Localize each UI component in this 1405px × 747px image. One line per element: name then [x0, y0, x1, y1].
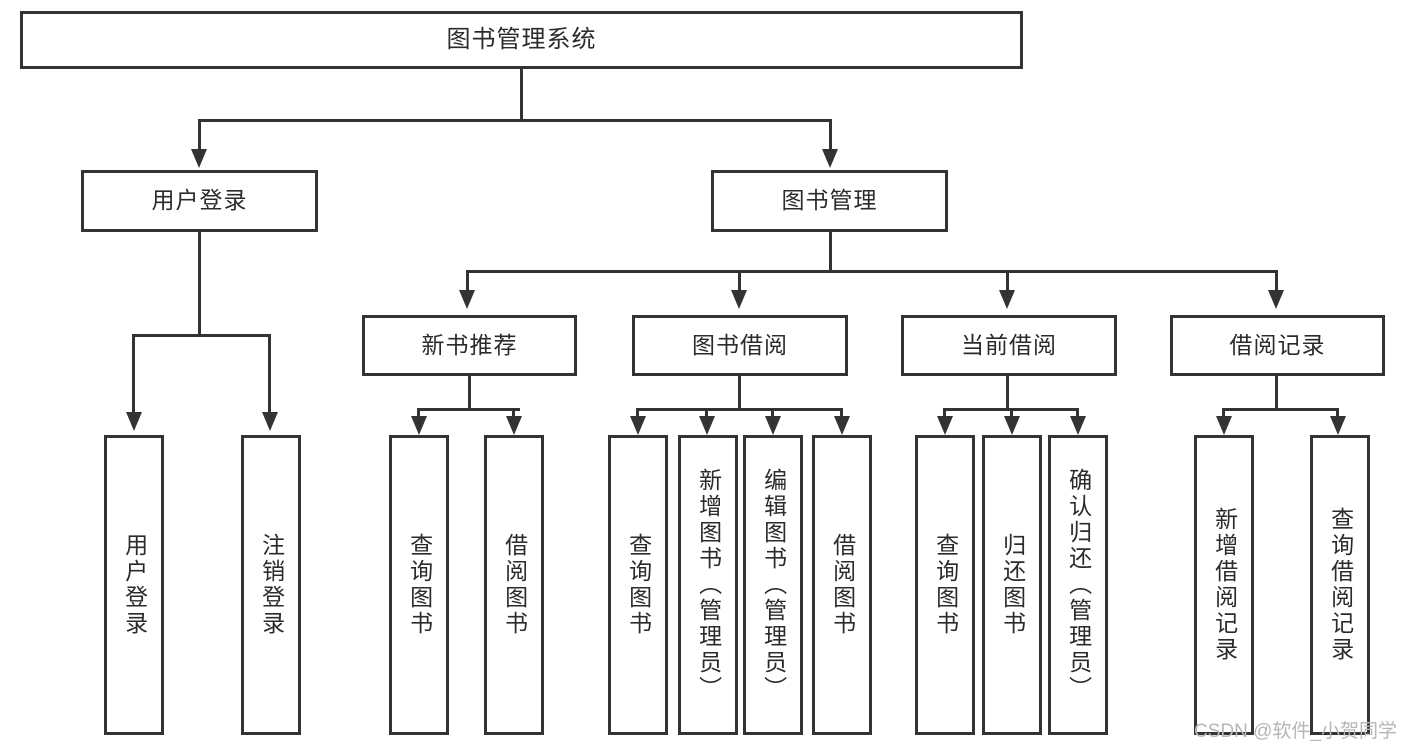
arrow-to-leaf-borrow-book-2: [834, 416, 850, 435]
arrow-to-leaf-add-record: [1216, 416, 1232, 435]
leaf-label: 用户登录: [121, 533, 148, 637]
connector-book-borrow-bus: [636, 408, 841, 411]
connector-current-borrow-drop-2: [1010, 408, 1013, 420]
connector-new-book-rec-stem: [468, 376, 471, 410]
arrow-to-leaf-add-book: [699, 416, 715, 435]
node-borrow-record[interactable]: 借阅记录: [1170, 315, 1385, 376]
node-new-book-rec[interactable]: 新书推荐: [362, 315, 577, 376]
node-current-borrow[interactable]: 当前借阅: [901, 315, 1117, 376]
connector-book-manage-drop-2: [738, 270, 741, 292]
connector-user-login-stem: [198, 232, 201, 336]
arrow-to-leaf-query-record: [1330, 416, 1346, 435]
leaf-node[interactable]: 编辑图书（管理员）: [743, 435, 803, 735]
node-book-manage[interactable]: 图书管理: [711, 170, 948, 232]
leaf-node[interactable]: 借阅图书: [484, 435, 544, 735]
connector-book-borrow-drop-3: [771, 408, 774, 420]
connector-new-book-rec-drop-1: [417, 408, 420, 420]
node-user-login[interactable]: 用户登录: [81, 170, 318, 232]
leaf-label: 借阅图书: [501, 533, 528, 637]
connector-book-manage-drop-3: [1006, 270, 1009, 292]
connector-book-borrow-drop-1: [636, 408, 639, 420]
leaf-node[interactable]: 新增借阅记录: [1194, 435, 1254, 735]
node-label: 新书推荐: [421, 331, 518, 358]
arrow-to-leaf-query-book-3: [937, 416, 953, 435]
node-label: 借阅记录: [1229, 331, 1326, 358]
node-book-borrow[interactable]: 图书借阅: [632, 315, 848, 376]
node-label: 当前借阅: [961, 331, 1057, 358]
connector-borrow-record-bus: [1222, 408, 1338, 411]
leaf-node[interactable]: 用户登录: [104, 435, 164, 735]
leaf-label: 新增图书（管理员）: [695, 468, 722, 702]
leaf-label: 查询借阅记录: [1327, 507, 1354, 663]
leaf-label: 借阅图书: [829, 533, 856, 637]
connector-borrow-record-stem: [1275, 376, 1278, 410]
arrow-to-leaf-confirm-return: [1070, 416, 1086, 435]
connector-book-manage-stem: [829, 232, 832, 272]
connector-user-login-drop-2: [268, 334, 271, 414]
arrow-to-leaf-query-book-2: [630, 416, 646, 435]
arrow-to-new-book-rec: [459, 290, 475, 309]
connector-borrow-record-drop-2: [1336, 408, 1339, 420]
connector-root-to-book-manage: [829, 119, 832, 151]
connector-book-borrow-drop-2: [705, 408, 708, 420]
leaf-label: 编辑图书（管理员）: [760, 468, 787, 702]
node-root-system[interactable]: 图书管理系统: [20, 11, 1023, 69]
connector-current-borrow-stem: [1006, 376, 1009, 410]
connector-root-to-user-login: [198, 119, 201, 151]
node-label: 图书管理系统: [446, 25, 597, 53]
node-label: 图书管理: [781, 187, 878, 214]
connector-root-bus: [198, 119, 832, 122]
arrow-to-leaf-edit-book: [765, 416, 781, 435]
leaf-label: 归还图书: [999, 533, 1026, 637]
arrow-to-current-borrow: [999, 290, 1015, 309]
node-label: 用户登录: [151, 187, 248, 214]
leaf-label: 注销登录: [258, 533, 285, 637]
leaf-node[interactable]: 查询图书: [608, 435, 668, 735]
connector-book-manage-drop-1: [466, 270, 469, 292]
arrow-root-to-book-manage: [822, 149, 838, 168]
arrow-to-leaf-borrow-book-1: [506, 416, 522, 435]
leaf-label: 查询图书: [932, 533, 959, 637]
leaf-node[interactable]: 确认归还（管理员）: [1048, 435, 1108, 735]
arrow-to-leaf-logout: [262, 412, 278, 431]
connector-user-login-drop-1: [132, 334, 135, 414]
connector-book-manage-drop-4: [1275, 270, 1278, 292]
leaf-label: 查询图书: [625, 533, 652, 637]
arrow-to-borrow-record: [1268, 290, 1284, 309]
leaf-node[interactable]: 查询图书: [915, 435, 975, 735]
connector-new-book-rec-bus: [417, 408, 520, 411]
leaf-label: 新增借阅记录: [1211, 507, 1238, 663]
connector-book-borrow-drop-4: [840, 408, 843, 420]
connector-book-borrow-stem: [738, 376, 741, 410]
connector-borrow-record-drop-1: [1222, 408, 1225, 420]
connector-current-borrow-drop-3: [1076, 408, 1079, 420]
arrow-to-leaf-return-book: [1004, 416, 1020, 435]
node-label: 图书借阅: [692, 331, 788, 358]
connector-user-login-bus: [132, 334, 270, 337]
connector-new-book-rec-drop-2: [512, 408, 515, 420]
leaf-label: 查询图书: [406, 533, 433, 637]
leaf-node[interactable]: 借阅图书: [812, 435, 872, 735]
leaf-node[interactable]: 查询图书: [389, 435, 449, 735]
leaf-label: 确认归还（管理员）: [1065, 468, 1092, 702]
leaf-node[interactable]: 归还图书: [982, 435, 1042, 735]
arrow-to-book-borrow: [731, 290, 747, 309]
leaf-node[interactable]: 注销登录: [241, 435, 301, 735]
connector-root-stem: [520, 69, 523, 120]
connector-current-borrow-drop-1: [943, 408, 946, 420]
arrow-to-leaf-query-book-1: [411, 416, 427, 435]
connector-book-manage-bus: [466, 270, 1278, 273]
arrow-root-to-user-login: [191, 149, 207, 168]
arrow-to-leaf-user-login: [126, 412, 142, 431]
leaf-node[interactable]: 新增图书（管理员）: [678, 435, 738, 735]
leaf-node[interactable]: 查询借阅记录: [1310, 435, 1370, 735]
